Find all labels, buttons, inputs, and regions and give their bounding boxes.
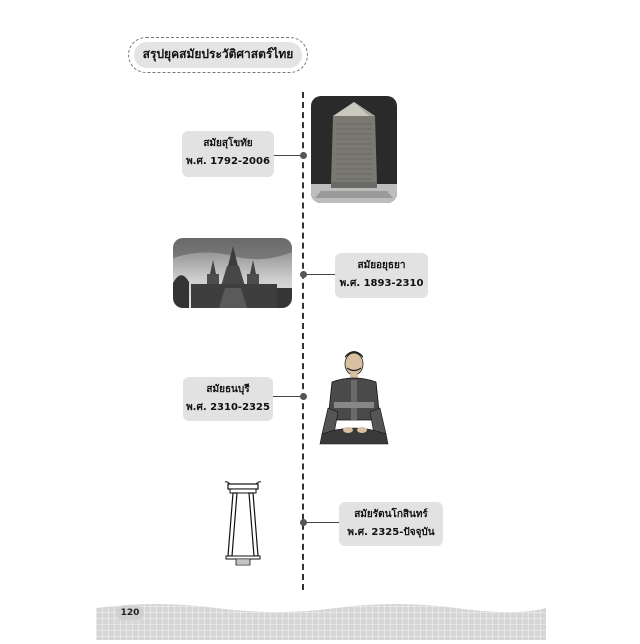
era-label-sukhothai: สมัยสุโขทัย พ.ศ. 1792-2006 <box>182 131 274 177</box>
page-title: สรุปยุคสมัยประวัติศาสตร์ไทย <box>134 42 302 68</box>
timeline-dot-ayutthaya <box>300 271 307 278</box>
era-period: พ.ศ. 1792-2006 <box>186 156 270 167</box>
king-taksin-illustration <box>318 348 390 446</box>
era-label-thonburi: สมัยธนบุรี พ.ศ. 2310-2325 <box>183 377 273 421</box>
era-label-rattanakosin: สมัยรัตนโกสินทร์ พ.ศ. 2325-ปัจจุบัน <box>339 502 443 546</box>
timeline-dot-sukhothai <box>300 152 307 159</box>
era-label-ayutthaya: สมัยอยุธยา พ.ศ. 1893-2310 <box>335 253 428 298</box>
page-footer: 120 <box>96 600 546 640</box>
timeline-dot-rattanakosin <box>300 519 307 526</box>
era-name: สมัยรัตนโกสินทร์ <box>354 509 428 520</box>
era-period: พ.ศ. 2325-ปัจจุบัน <box>347 527 435 538</box>
timeline-line <box>302 92 304 590</box>
page-number: 120 <box>116 606 144 620</box>
connector-ayutthaya <box>302 274 338 275</box>
footer-wave-pattern <box>96 604 546 640</box>
stone-inscription-photo <box>311 96 397 203</box>
connector-rattanakosin <box>302 522 342 523</box>
connector-sukhothai <box>268 155 302 156</box>
timeline-dot-thonburi <box>300 393 307 400</box>
era-name: สมัยสุโขทัย <box>203 138 253 149</box>
era-name: สมัยธนบุรี <box>206 384 250 395</box>
giant-swing-illustration <box>224 480 262 566</box>
connector-thonburi <box>268 396 302 397</box>
era-period: พ.ศ. 1893-2310 <box>339 278 424 289</box>
title-badge: สรุปยุคสมัยประวัติศาสตร์ไทย <box>128 37 308 73</box>
era-name: สมัยอยุธยา <box>357 260 406 271</box>
ayutthaya-temple-photo <box>173 238 292 308</box>
era-period: พ.ศ. 2310-2325 <box>186 402 270 413</box>
